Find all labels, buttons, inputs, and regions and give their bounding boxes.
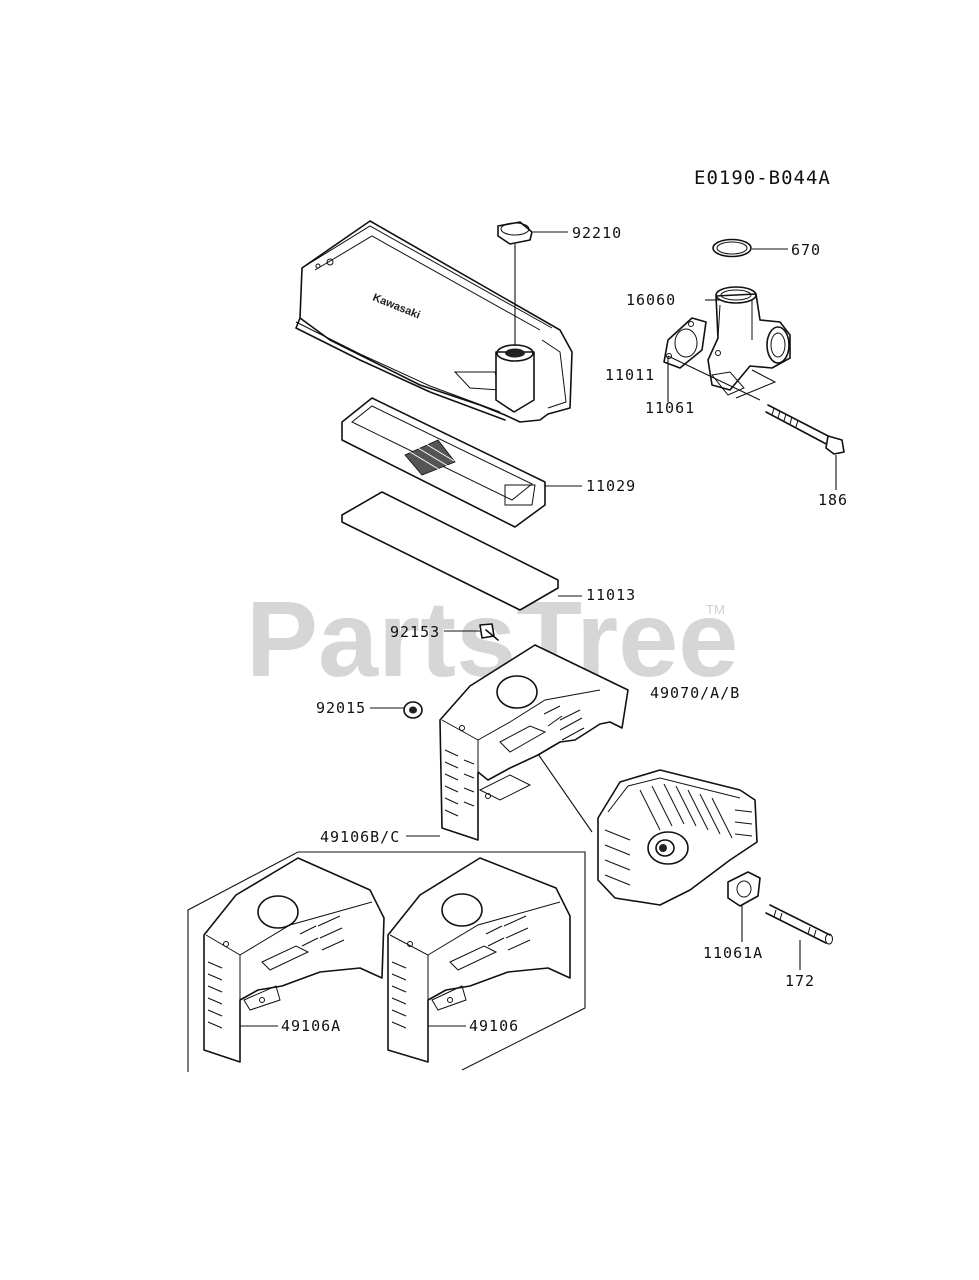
callout-49106a[interactable]: 49106A — [281, 1017, 341, 1035]
callout-16060[interactable]: 16060 — [626, 291, 676, 309]
callout-11013[interactable]: 11013 — [586, 586, 636, 604]
watermark-trademark: TM — [706, 602, 725, 617]
callout-labels: 92210 670 16060 11011 11061 186 11029 11… — [281, 224, 848, 1035]
callout-11011[interactable]: 11011 — [605, 366, 655, 384]
o-ring[interactable] — [712, 238, 752, 258]
inlet-gasket[interactable] — [663, 317, 707, 369]
callout-92153[interactable]: 92153 — [390, 623, 440, 641]
air-filter-element[interactable] — [341, 397, 546, 528]
callout-172[interactable]: 172 — [785, 972, 815, 990]
muffler-cover-49106a[interactable] — [203, 857, 385, 1063]
cover-boss — [495, 344, 535, 413]
diagram-code: E0190-B044A — [694, 167, 831, 189]
washer-92015[interactable] — [403, 701, 423, 719]
callout-186[interactable]: 186 — [818, 491, 848, 509]
callout-670[interactable]: 670 — [791, 241, 821, 259]
alternate-parts-inset — [187, 851, 586, 1072]
inlet-elbow[interactable] — [707, 286, 791, 396]
callout-11061a[interactable]: 11061A — [703, 944, 763, 962]
breather-cap[interactable] — [497, 221, 533, 245]
muffler[interactable] — [597, 769, 758, 906]
callout-49070[interactable]: 49070/A/B — [650, 684, 740, 702]
callout-49106bc[interactable]: 49106B/C — [320, 828, 400, 846]
bolt-92153[interactable] — [479, 623, 499, 641]
callout-11061[interactable]: 11061 — [645, 399, 695, 417]
callout-92210[interactable]: 92210 — [572, 224, 622, 242]
muffler-cover-49106bc[interactable] — [439, 644, 629, 841]
exhaust-gasket-11061a[interactable] — [727, 871, 761, 907]
leader-lines — [240, 231, 837, 1027]
muffler-cover-49106[interactable] — [387, 857, 571, 1063]
bolt-186[interactable] — [765, 404, 845, 455]
callout-11029[interactable]: 11029 — [586, 477, 636, 495]
callout-49106[interactable]: 49106 — [469, 1017, 519, 1035]
callout-92015[interactable]: 92015 — [316, 699, 366, 717]
filter-mesh — [404, 439, 456, 476]
pre-cleaner[interactable] — [341, 491, 559, 611]
stud-172[interactable] — [765, 904, 833, 945]
